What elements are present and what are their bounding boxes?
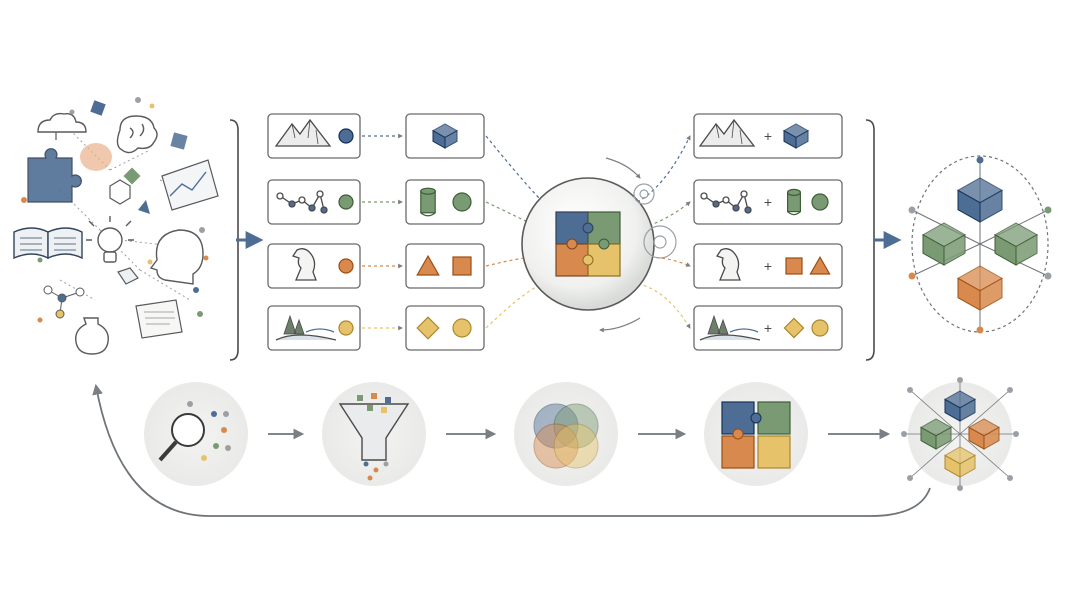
- vase-icon: [75, 317, 109, 355]
- primitive-card: [405, 305, 485, 351]
- combination-card: +: [693, 243, 843, 289]
- magnifier-search-icon: [158, 401, 231, 462]
- mountain-icon: [698, 118, 756, 147]
- green-circle-icon: [338, 194, 354, 210]
- hexagon-icon: [109, 179, 131, 205]
- source-card: [267, 179, 361, 225]
- green-circle-icon: [811, 193, 829, 211]
- brain-icon: [116, 115, 158, 154]
- central-sphere: [521, 157, 677, 333]
- mountain-icon: [274, 118, 332, 147]
- gear-icon: [633, 183, 677, 259]
- chess-knight-icon: [291, 248, 317, 281]
- connector-line: [631, 135, 691, 206]
- head-profile-icon: [149, 229, 204, 285]
- puzzle-grid-icon: [555, 211, 621, 277]
- source-column: [267, 113, 361, 351]
- yellow-diamond-icon: [416, 316, 440, 340]
- landscape-icon: [699, 314, 761, 341]
- combination-card: +: [693, 113, 843, 159]
- cube-network-large: [908, 155, 1052, 334]
- yellow-circle-icon: [338, 320, 354, 336]
- cloud-icon: [37, 112, 87, 133]
- cube-small-icon: [117, 267, 139, 285]
- blue-cube-icon: [431, 123, 459, 149]
- combination-column: + + + +: [693, 113, 843, 351]
- combination-card: +: [693, 305, 843, 351]
- green-cylinder-icon: [420, 187, 436, 217]
- chess-knight-icon: [715, 248, 741, 281]
- line-chart-icon: [161, 159, 219, 211]
- diamond-icon: [123, 167, 141, 185]
- plus-operator: +: [764, 258, 772, 274]
- yellow-diamond-icon: [783, 317, 805, 339]
- venn-overlap-icon: [533, 403, 599, 469]
- connector-line: [485, 281, 547, 329]
- primitive-card: [405, 179, 485, 225]
- funnel-filter-icon: [338, 393, 410, 481]
- green-cylinder-icon: [786, 188, 801, 216]
- orange-square-icon: [452, 256, 472, 276]
- diamond-icon: [90, 100, 106, 116]
- open-book-icon: [13, 227, 83, 260]
- source-card: [267, 305, 361, 351]
- magnifier-search-step: [144, 382, 248, 486]
- primitive-column: [405, 113, 485, 351]
- orange-square-icon: [785, 257, 803, 275]
- landscape-icon: [275, 314, 337, 341]
- orange-triangle-icon: [809, 255, 831, 275]
- green-circle-icon: [452, 192, 472, 212]
- pipeline: [144, 377, 1019, 491]
- blue-cube-icon: [782, 123, 810, 149]
- source-card: [267, 113, 361, 159]
- puzzle-assemble-icon: [721, 401, 791, 469]
- blue-circle-icon: [338, 128, 354, 144]
- triangle-icon: [138, 200, 150, 214]
- right-bracket: [865, 119, 875, 361]
- document-icon: [135, 299, 183, 339]
- graph-network-icon: [700, 190, 752, 214]
- source-card: [267, 243, 361, 289]
- molecule-network-icon: [43, 285, 85, 319]
- gear-blob-icon: [80, 143, 112, 171]
- funnel-filter-step: [322, 382, 426, 486]
- puzzle-assemble-step: [704, 382, 808, 486]
- orange-triangle-icon: [416, 254, 440, 276]
- venn-overlap-step: [514, 382, 618, 486]
- feedback-loop-arrow: [92, 383, 931, 517]
- yellow-circle-icon: [811, 319, 829, 337]
- primitive-card: [405, 113, 485, 159]
- connector-line: [631, 282, 691, 329]
- idea-cloud: [13, 97, 219, 355]
- graph-network-icon: [276, 190, 328, 214]
- plus-operator: +: [764, 128, 772, 144]
- primitive-card: [405, 243, 485, 289]
- cube-network-icon: [901, 377, 1019, 491]
- scattered-dots: [21, 97, 209, 323]
- connector-line: [485, 135, 547, 206]
- combination-card: +: [693, 179, 843, 225]
- orange-circle-icon: [338, 258, 354, 274]
- plus-operator: +: [764, 194, 772, 210]
- plus-operator: +: [764, 320, 772, 336]
- yellow-circle-icon: [452, 318, 472, 338]
- lightbulb-icon: [86, 216, 134, 263]
- diamond-icon: [170, 132, 188, 150]
- puzzle-piece-icon: [27, 148, 82, 203]
- cube-network-step: [901, 377, 1019, 491]
